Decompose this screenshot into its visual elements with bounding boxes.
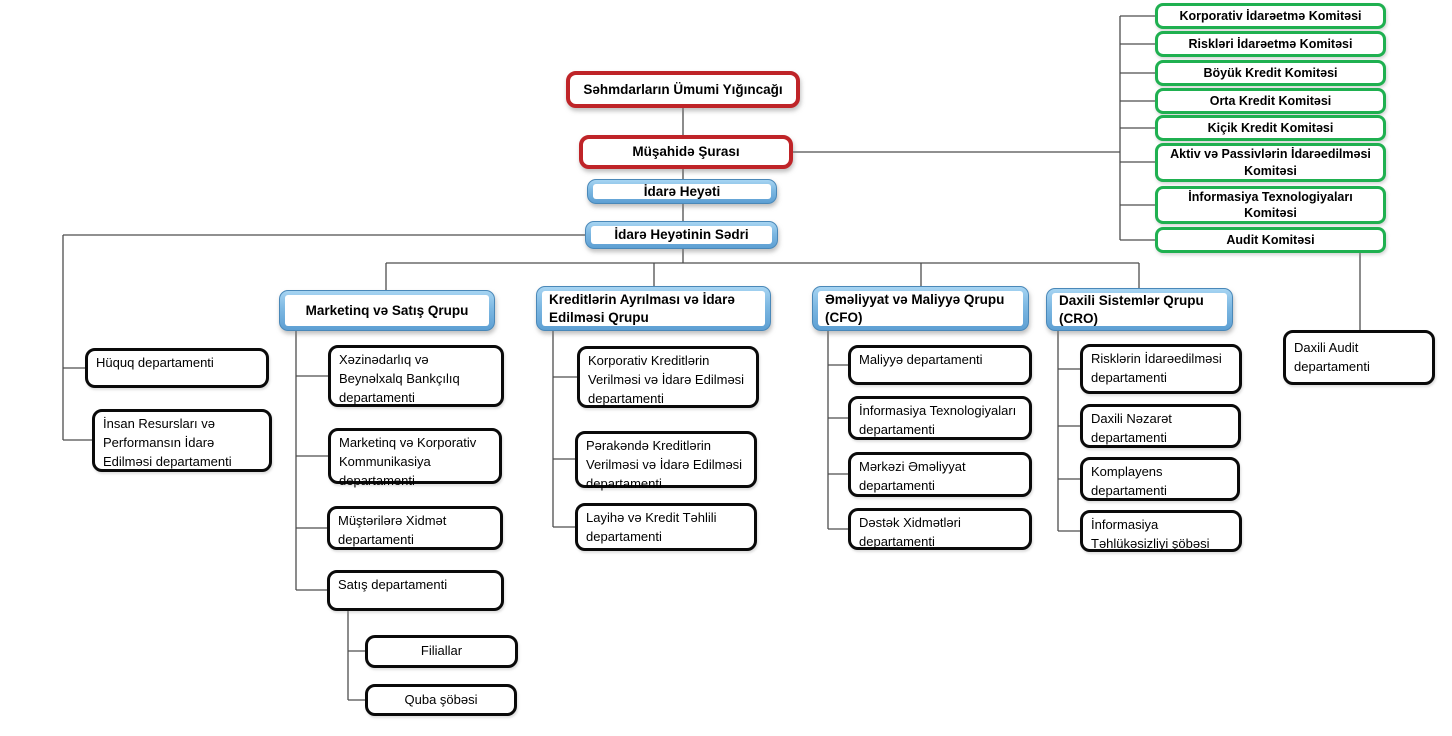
dept-label: Korporativ Kreditlərin Verilməsi və İdar… xyxy=(588,353,745,406)
committee-label: Orta Kredit Komitəsi xyxy=(1209,93,1332,108)
dept-information-technology: İnformasiya Texnologiyaları departamenti xyxy=(848,396,1032,440)
dept-corporate-lending: Korporativ Kreditlərin Verilməsi və İdar… xyxy=(577,346,759,408)
dept-label: Dəstək Xidmətləri departamenti xyxy=(859,515,961,549)
dept-label: Daxili Audit departamenti xyxy=(1294,339,1370,374)
committee-label: İnformasiya Texnologiyaları Komitəsi xyxy=(1188,189,1353,220)
dept-treasury-intl-banking: Xəzinədarlıq və Beynəlxalq Bankçılıq dep… xyxy=(328,345,504,407)
dept-finance: Maliyyə departamenti xyxy=(848,345,1032,385)
committee-small-credit: Kiçik Kredit Komitəsi xyxy=(1155,115,1386,141)
group-label: Daxili Sistemlər Qrupu (CRO) xyxy=(1052,293,1227,326)
dept-marketing-communications: Marketinq və Korporativ Kommunikasiya de… xyxy=(328,428,502,488)
dept-legal: Hüquq departamenti xyxy=(85,348,269,388)
committee-corporate-governance: Korporativ İdarəetmə Komitəsi xyxy=(1155,3,1386,29)
group-credit: Kreditlərin Ayrılması və İdarə Edilməsi … xyxy=(536,286,771,331)
node-supervisory-board: Müşahidə Şurası xyxy=(579,135,793,169)
dept-internal-audit: Daxili Audit departamenti xyxy=(1283,330,1435,385)
committee-medium-credit: Orta Kredit Komitəsi xyxy=(1155,88,1386,114)
dept-hr-performance: İnsan Resursları və Performansın İdarə E… xyxy=(92,409,272,472)
dept-label: Marketinq və Korporativ Kommunikasiya de… xyxy=(339,435,477,488)
dept-label: Mərkəzi Əməliyyat departamenti xyxy=(859,459,966,493)
dept-retail-lending: Pərakəndə Kreditlərin Verilməsi və İdarə… xyxy=(575,431,757,491)
committee-label: Audit Komitəsi xyxy=(1226,232,1315,247)
dept-label: Komplayens departamenti xyxy=(1091,464,1167,498)
dept-risk-management: Risklərin İdarəedilməsi departamenti xyxy=(1080,344,1242,394)
committee-audit: Audit Komitəsi xyxy=(1155,227,1386,253)
dept-central-operations: Mərkəzi Əməliyyat departamenti xyxy=(848,452,1032,497)
group-label: Marketinq və Satış Qrupu xyxy=(285,295,489,326)
group-internal-systems-cro: Daxili Sistemlər Qrupu (CRO) xyxy=(1046,288,1233,331)
node-chairman-label: İdarə Heyətinin Sədri xyxy=(591,226,772,244)
unit-information-security: İnformasiya Təhlükəsizliyi şöbəsi xyxy=(1080,510,1242,552)
group-marketing-sales: Marketinq və Satış Qrupu xyxy=(279,290,495,331)
dept-support-services: Dəstək Xidmətləri departamenti xyxy=(848,508,1032,550)
dept-customer-service: Müştərilərə Xidmət departamenti xyxy=(327,506,503,550)
committee-alco: Aktiv və Passivlərin İdarəedilməsi Komit… xyxy=(1155,143,1386,182)
node-general-assembly: Səhmdarların Ümumi Yığıncağı xyxy=(566,71,800,108)
unit-label: Filiallar xyxy=(420,643,463,659)
dept-label: Müştərilərə Xidmət departamenti xyxy=(338,513,447,547)
unit-quba-branch: Quba şöbəsi xyxy=(365,684,517,716)
committee-label: Riskləri İdarəetmə Komitəsi xyxy=(1188,36,1353,51)
node-general-assembly-label: Səhmdarların Ümumi Yığıncağı xyxy=(583,81,783,97)
node-chairman: İdarə Heyətinin Sədri xyxy=(585,221,778,249)
group-label: Kreditlərin Ayrılması və İdarə Edilməsi … xyxy=(542,291,765,326)
dept-compliance: Komplayens departamenti xyxy=(1080,457,1240,501)
node-management-board: İdarə Heyəti xyxy=(587,179,777,204)
dept-label: İnformasiya Texnologiyaları departamenti xyxy=(859,403,1017,437)
dept-label: Pərakəndə Kreditlərin Verilməsi və İdarə… xyxy=(586,438,743,491)
unit-label: Quba şöbəsi xyxy=(404,691,478,707)
committee-label: Korporativ İdarəetmə Komitəsi xyxy=(1179,8,1362,23)
dept-label: Maliyyə departamenti xyxy=(859,352,983,367)
committee-large-credit: Böyük Kredit Komitəsi xyxy=(1155,60,1386,86)
node-supervisory-board-label: Müşahidə Şurası xyxy=(632,144,740,160)
committee-label: Kiçik Kredit Komitəsi xyxy=(1207,120,1334,135)
committee-label: Böyük Kredit Komitəsi xyxy=(1203,65,1338,80)
unit-branches: Filiallar xyxy=(365,635,518,668)
committee-risk-management: Riskləri İdarəetmə Komitəsi xyxy=(1155,31,1386,57)
group-operations-finance-cfo: Əməliyyat və Maliyyə Qrupu (CFO) xyxy=(812,286,1029,331)
dept-label: İnformasiya Təhlükəsizliyi şöbəsi xyxy=(1091,517,1210,551)
dept-project-credit-analysis: Layihə və Kredit Təhlili departamenti xyxy=(575,503,757,551)
dept-sales: Satış departamenti xyxy=(327,570,504,611)
group-label: Əməliyyat və Maliyyə Qrupu (CFO) xyxy=(818,291,1023,326)
dept-label: Xəzinədarlıq və Beynəlxalq Bankçılıq dep… xyxy=(339,352,460,405)
dept-label: Satış departamenti xyxy=(338,577,448,592)
dept-label: İnsan Resursları və Performansın İdarə E… xyxy=(103,416,232,469)
dept-label: Hüquq departamenti xyxy=(96,355,214,370)
node-management-board-label: İdarə Heyəti xyxy=(593,184,771,199)
dept-label: Layihə və Kredit Təhlili departamenti xyxy=(586,510,717,544)
committee-it: İnformasiya Texnologiyaları Komitəsi xyxy=(1155,186,1386,224)
dept-label: Daxili Nəzarət departamenti xyxy=(1091,411,1172,445)
dept-internal-control: Daxili Nəzarət departamenti xyxy=(1080,404,1241,448)
dept-label: Risklərin İdarəedilməsi departamenti xyxy=(1091,351,1222,385)
committee-label: Aktiv və Passivlərin İdarəedilməsi Komit… xyxy=(1170,147,1371,178)
